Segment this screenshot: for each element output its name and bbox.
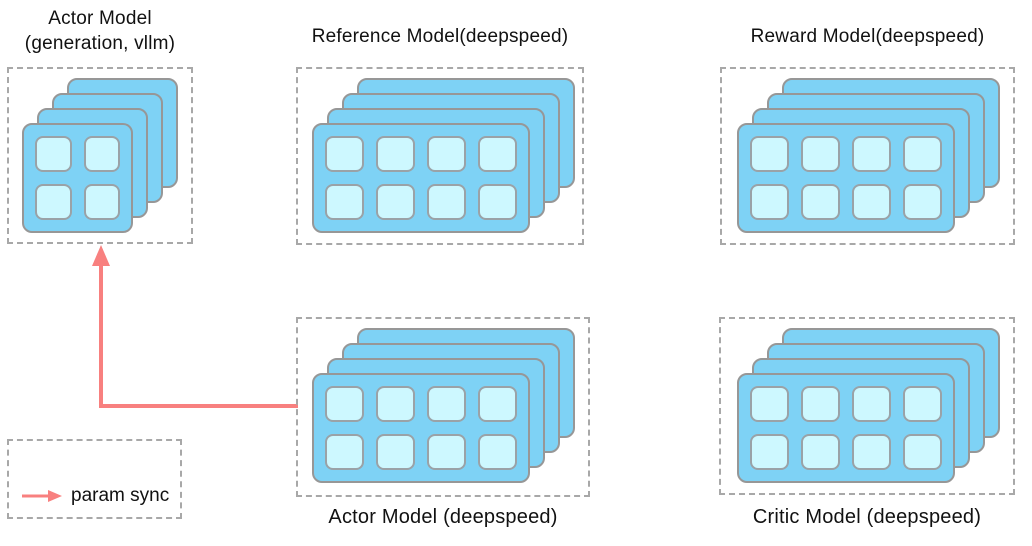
legend-box: param sync xyxy=(7,439,182,519)
gpu-cell xyxy=(852,184,891,220)
gpu-cell xyxy=(478,136,517,172)
gpu-cell xyxy=(325,136,364,172)
gpu-stack xyxy=(737,328,1000,483)
model-title: Reference Model(deepspeed) xyxy=(311,26,569,47)
legend-row: param sync xyxy=(22,485,169,507)
gpu-card-front xyxy=(22,123,133,233)
gpu-cell xyxy=(750,386,789,422)
gpu-cell xyxy=(427,136,466,172)
model-title: Reward Model(deepspeed) xyxy=(750,26,985,47)
gpu-cell xyxy=(903,386,942,422)
model-boundary-box xyxy=(296,67,584,245)
gpu-cell xyxy=(376,434,415,470)
model-group-reference: Reference Model(deepspeed) xyxy=(296,0,584,250)
gpu-cell xyxy=(852,434,891,470)
gpu-cell xyxy=(750,184,789,220)
model-title-line2: (generation, vllm) xyxy=(24,33,176,54)
gpu-cell xyxy=(478,184,517,220)
model-group-actor-deepspeed: Actor Model (deepspeed) xyxy=(296,317,590,546)
gpu-card-front xyxy=(737,373,955,483)
gpu-cell xyxy=(325,386,364,422)
model-boundary-box xyxy=(719,317,1015,495)
gpu-stack xyxy=(22,78,178,233)
gpu-cell xyxy=(427,386,466,422)
gpu-card-front xyxy=(312,373,530,483)
gpu-stack xyxy=(312,78,575,233)
model-boundary-box xyxy=(7,67,193,244)
gpu-cell xyxy=(801,184,840,220)
legend-label: param sync xyxy=(71,485,170,506)
model-boundary-box xyxy=(296,317,590,497)
gpu-cell xyxy=(801,434,840,470)
gpu-stack xyxy=(312,328,575,483)
gpu-cell xyxy=(852,386,891,422)
gpu-cell xyxy=(325,184,364,220)
gpu-cell xyxy=(903,184,942,220)
gpu-cell xyxy=(35,136,72,172)
gpu-cell xyxy=(427,434,466,470)
model-title-line1: Actor Model xyxy=(48,8,152,29)
model-group-reward: Reward Model(deepspeed) xyxy=(720,0,1015,250)
gpu-cell xyxy=(478,434,517,470)
gpu-cell xyxy=(325,434,364,470)
gpu-cell xyxy=(903,136,942,172)
gpu-cell xyxy=(801,386,840,422)
model-title: Actor Model (deepspeed) xyxy=(328,506,558,528)
gpu-cell xyxy=(35,184,72,220)
gpu-cell xyxy=(376,386,415,422)
gpu-cell xyxy=(427,184,466,220)
model-group-actor-vllm: Actor Model (generation, vllm) xyxy=(0,0,200,250)
gpu-cell xyxy=(83,136,120,172)
gpu-cell xyxy=(83,184,120,220)
gpu-card-front xyxy=(737,123,955,233)
gpu-cell xyxy=(376,184,415,220)
model-boundary-box xyxy=(720,67,1015,245)
gpu-cell xyxy=(801,136,840,172)
model-title: Critic Model (deepspeed) xyxy=(752,506,982,528)
gpu-cell xyxy=(376,136,415,172)
gpu-card-front xyxy=(312,123,530,233)
model-group-critic: Critic Model (deepspeed) xyxy=(719,317,1015,546)
gpu-cell xyxy=(478,386,517,422)
gpu-cell xyxy=(903,434,942,470)
gpu-cell xyxy=(750,434,789,470)
gpu-stack xyxy=(737,78,1000,233)
gpu-cell xyxy=(750,136,789,172)
param-sync-arrow-icon xyxy=(22,490,62,502)
gpu-cell xyxy=(852,136,891,172)
